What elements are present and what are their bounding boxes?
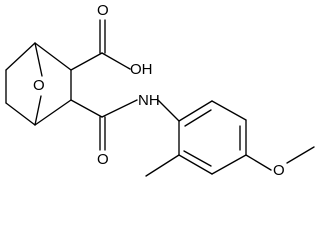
substituents (145, 146, 315, 177)
ring-bond-4 (211, 154, 247, 175)
bond-c1-c2 (34, 42, 72, 71)
bond-o-methoxy-methyl (286, 146, 315, 164)
bridge-oxygen-label: O (33, 77, 45, 94)
bond-c1-o-bridge (34, 42, 43, 77)
bond-c4-o-bridge (34, 95, 42, 126)
ring-bond-5 (178, 154, 213, 175)
ring-bond-2 (211, 100, 247, 121)
carboxylic-acid-group (70, 19, 131, 71)
bond-c3-camide (70, 99, 103, 118)
amide-group (70, 99, 180, 151)
bond-c5-c4 (5, 102, 36, 126)
acid-hydroxyl-label: OH (130, 61, 153, 78)
bond-cacid-oh (101, 52, 131, 70)
bond-nh-aryl (157, 99, 180, 122)
amide-oxygen-label: O (97, 151, 109, 168)
bond-camide-nh (101, 99, 138, 118)
bond-c2-cacid (70, 52, 103, 71)
bond-methyl (145, 154, 180, 177)
chemical-structure-diagram: O O OH NH O O (5, 2, 315, 179)
bond-c1-c6 (5, 42, 36, 71)
bond-aryl-o-methoxy (245, 154, 272, 171)
ring-bond-1 (178, 100, 213, 122)
ring-inner-bond-c (183, 150, 212, 167)
ring-inner-bond-a (184, 109, 212, 127)
oxanorbornane-core (5, 42, 72, 126)
amide-nitrogen-label: NH (138, 92, 160, 109)
bond-c3-c4 (34, 99, 72, 126)
acid-oxygen-label: O (97, 2, 109, 19)
benzene-ring (178, 100, 247, 175)
methoxy-oxygen-label: O (273, 162, 285, 179)
